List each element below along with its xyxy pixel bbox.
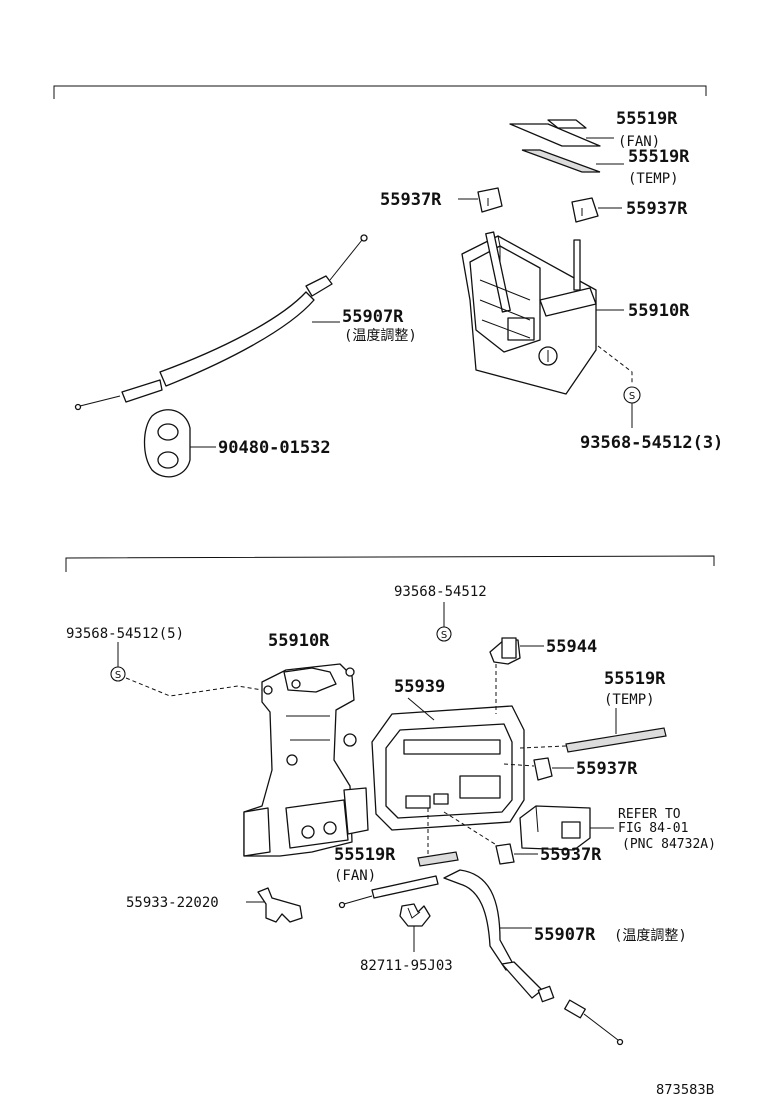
label-top-screw: 93568-54512(3) [580,433,723,453]
label-top-strip-temp: 55519R [628,147,690,167]
label-bottom-strip-fan: 55519R [334,845,396,865]
label-bottom-control-assy: 55910R [268,631,330,651]
label-bottom-cable-note: (温度調整) [614,928,687,944]
bottom-knob-upper [533,757,553,781]
top-knob-strip-temp [521,149,601,173]
label-top-strip-fan-note: (FAN) [618,134,660,150]
diagram-code: 873583B [656,1083,715,1098]
bottom-cable [338,869,624,1046]
label-top-knob-right: 55937R [626,199,688,219]
label-top-strip-fan: 55519R [616,109,678,129]
top-screw-symbol: S [623,386,641,404]
svg-text:S: S [629,391,635,402]
bottom-control-assy [243,663,369,857]
bottom-clamp [399,903,431,927]
bottom-strip-fan [417,851,459,867]
svg-text:S: S [441,630,447,641]
label-bottom-switch: 55944 [546,637,597,657]
label-bottom-strip-temp: 55519R [604,669,666,689]
label-bottom-screw-top: 93568-54512 [394,584,487,600]
label-bottom-strip-temp-note: (TEMP) [604,692,655,708]
label-bottom-refer-2: FIG 84-01 [618,821,688,836]
bottom-clip [257,887,303,923]
label-bottom-strip-fan-note: (FAN) [334,868,376,884]
bottom-section-frame [65,555,715,572]
label-top-strip-temp-note: (TEMP) [628,171,679,187]
label-bottom-screw-left: 93568-54512(5) [66,626,184,642]
bottom-panel [371,705,525,831]
label-bottom-panel: 55939 [394,677,445,697]
bottom-screw-symbol-left: S [110,666,126,682]
top-control-assy [461,231,597,395]
label-bottom-knob-lower: 55937R [540,845,602,865]
label-bottom-refer-1: REFER TO [618,807,681,822]
top-control-cable [74,234,368,411]
top-knob-left [477,187,503,213]
svg-text:S: S [115,670,121,681]
label-bottom-cable: 55907R [534,925,596,945]
label-top-control-cable: 55907R [342,307,404,327]
bottom-refer-part [519,805,591,851]
label-top-control-cable-note: (温度調整) [344,328,417,344]
label-bottom-knob-upper: 55937R [576,759,638,779]
label-bottom-clamp: 82711-95J03 [360,958,453,974]
top-knob-strip-fan [509,119,601,147]
top-knob-right [571,197,599,223]
label-bottom-refer-3: (PNC 84732A) [622,837,716,852]
label-bottom-clip: 55933-22020 [126,895,219,911]
top-clamp [143,409,191,478]
bottom-switch [489,637,521,665]
label-top-control-assy: 55910R [628,301,690,321]
label-top-clamp: 90480-01532 [218,438,331,458]
label-top-knob-left: 55937R [380,190,442,210]
top-section-frame [53,85,707,99]
bottom-knob-lower [495,843,515,865]
bottom-screw-symbol-top: S [436,626,452,642]
bottom-strip-temp [565,727,667,753]
